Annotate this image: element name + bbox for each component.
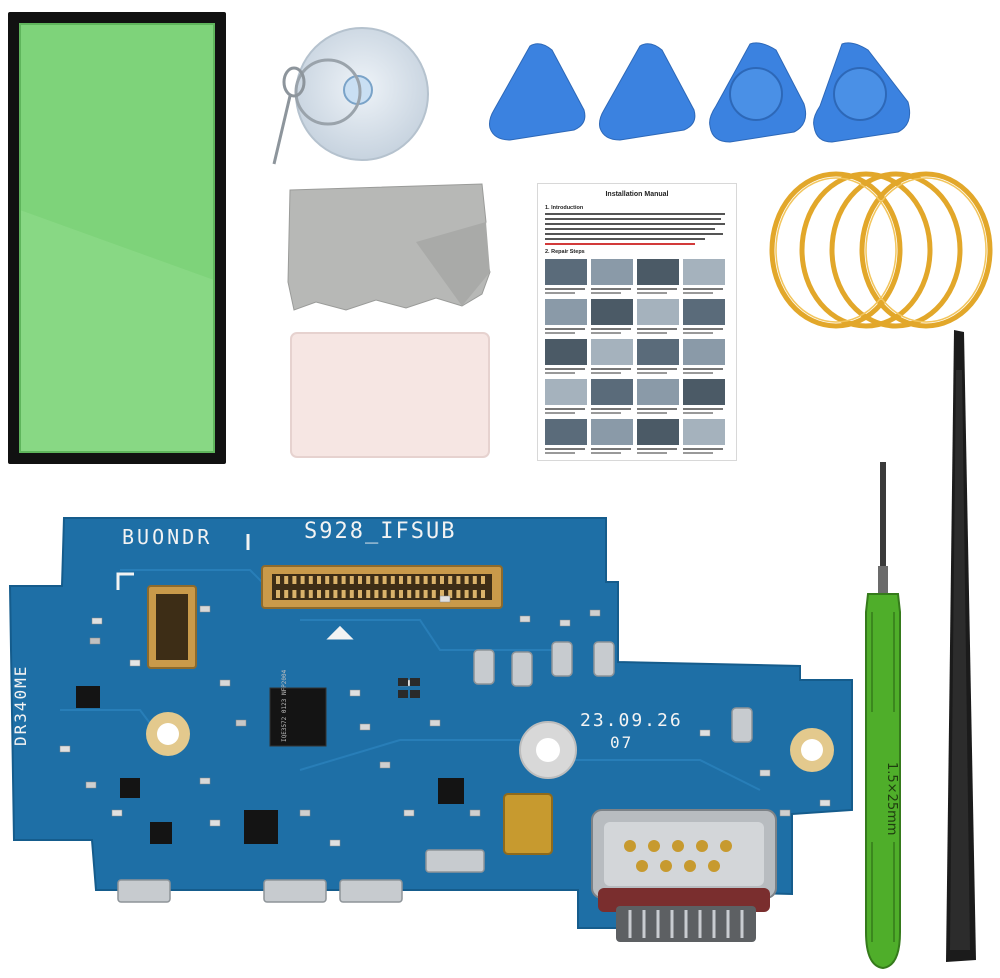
board-connector — [261, 565, 503, 609]
cleaning-cloth — [286, 182, 492, 314]
pry-pick — [489, 43, 586, 141]
mounting-hole — [790, 728, 834, 772]
sim-eject-pin — [268, 60, 308, 170]
chip-label: IQE3572 0123 NFP2004 — [281, 669, 288, 742]
mounting-hole — [519, 721, 577, 779]
installation-manual: Installation Manual 1. Introduction 2. R… — [537, 183, 737, 461]
usb-c-port — [591, 809, 777, 942]
pmic-chip: IQE3572 0123 NFP2004 — [269, 669, 327, 747]
shield-can — [503, 793, 553, 855]
pcb-model-label: S928_IFSUB — [304, 519, 456, 544]
pcb-side-label: DR340ME — [11, 665, 30, 746]
pry-pick — [709, 42, 807, 143]
pry-pick — [813, 42, 911, 143]
mounting-hole — [146, 712, 190, 756]
manual-section-intro: 1. Introduction — [545, 205, 584, 211]
small-connector — [147, 585, 197, 669]
screwdriver: 1.5×25mm — [858, 462, 910, 974]
adhesive-tape-rolls — [766, 166, 998, 336]
pcb-revision-label: 07 — [610, 733, 633, 752]
adhesive-sticker — [6, 10, 228, 466]
pcb-brand-label: BUONDR — [122, 525, 212, 549]
manual-title: Installation Manual — [605, 191, 668, 198]
suction-cup — [268, 22, 436, 167]
charging-port-board: BUONDR S928_IFSUB 23.09.26 07 DR340ME IQ… — [0, 510, 860, 950]
alcohol-wipe-pad — [290, 332, 490, 458]
pry-picks — [480, 40, 920, 150]
manual-section-steps: 2. Repair Steps — [545, 249, 585, 255]
screwdriver-size-label: 1.5×25mm — [884, 762, 899, 835]
pry-pick — [599, 43, 696, 141]
pcb-date-label: 23.09.26 — [580, 710, 683, 731]
spudger — [936, 330, 986, 970]
